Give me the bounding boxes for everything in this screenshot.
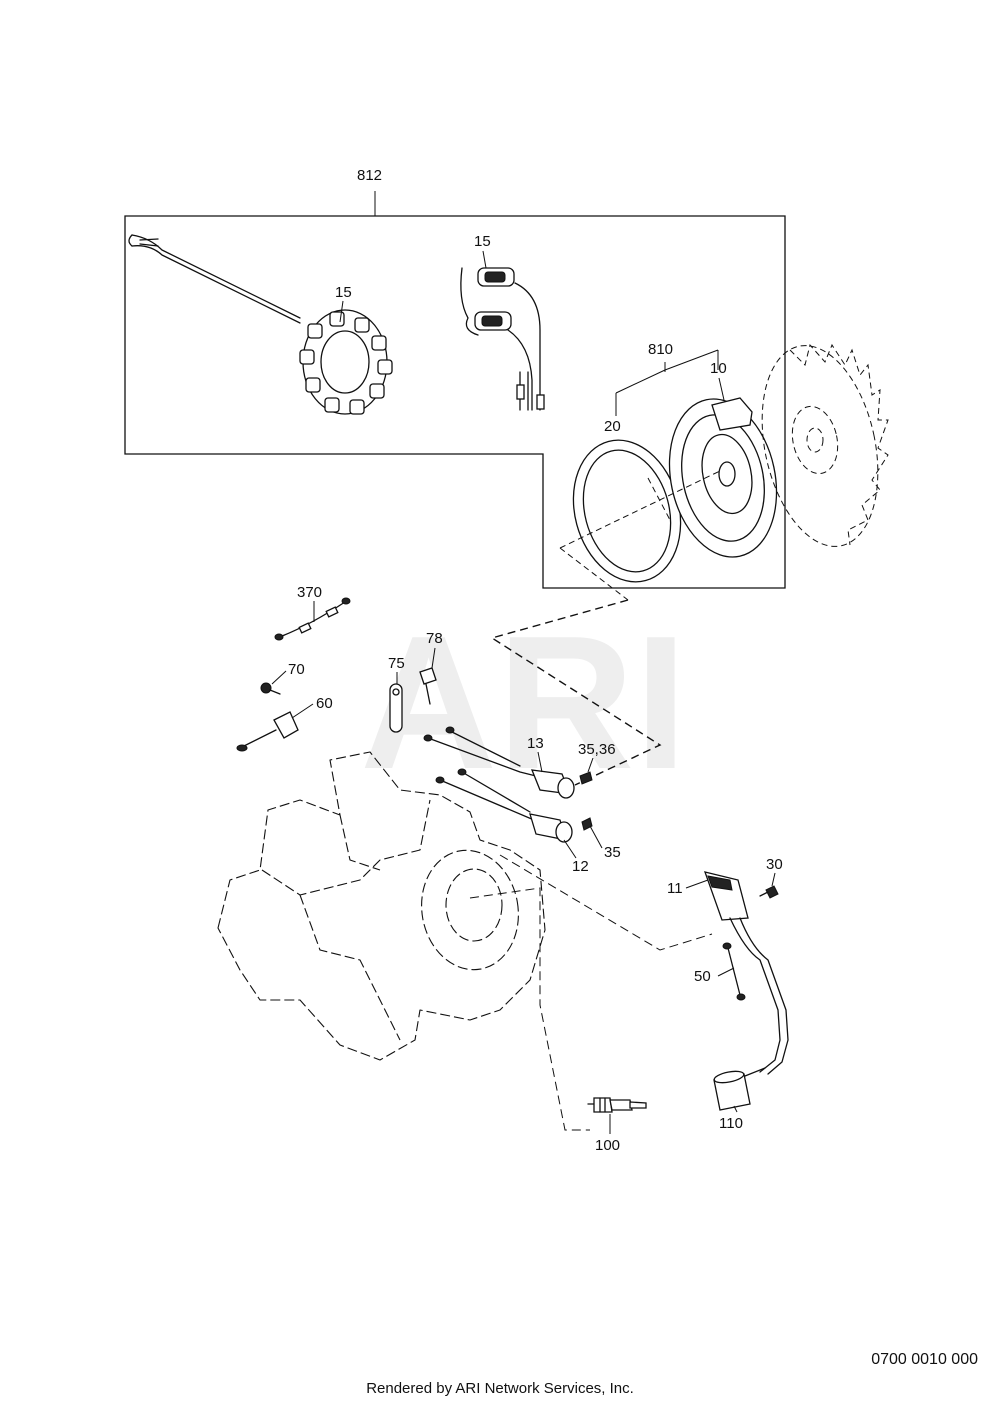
wire-clip[interactable] [389,683,403,733]
label-coil-12: 12 [572,858,589,875]
render-credit: Rendered by ARI Network Services, Inc. [366,1380,634,1397]
diagram-code: 0700 0010 000 [871,1351,978,1368]
subassembly-810-bracket [615,349,719,416]
label-stator-15: 15 [335,284,352,301]
ignition-coil-upper[interactable] [423,726,575,799]
wire-harness[interactable] [274,597,351,641]
clamp-screw[interactable] [260,682,281,695]
label-810: 810 [648,341,673,358]
ground-lead[interactable] [722,942,746,1001]
label-bolt-78: 78 [426,630,443,647]
stator-coil[interactable] [128,234,393,415]
label-lead-50: 50 [694,968,711,985]
label-clip-75: 75 [388,655,405,672]
flywheel[interactable] [656,377,791,567]
label-screw-70: 70 [288,661,305,678]
label-unit-11: 11 [667,880,683,897]
label-bolt-35: 35 [604,844,621,861]
label-ring-20: 20 [604,418,621,435]
engine-block [217,751,546,1061]
coil-bolt-lower[interactable] [581,817,593,831]
charge-coil[interactable] [460,267,545,411]
cooling-fan [761,343,889,547]
ring-gear[interactable] [558,428,696,594]
clamp[interactable] [236,711,299,752]
label-screw-30: 30 [766,856,783,873]
ignition-unit[interactable] [703,871,789,1075]
label-charge-coil-15: 15 [474,233,491,250]
label-harness-370: 370 [297,584,322,601]
unit-screw[interactable] [759,885,779,899]
label-cap-110: 110 [719,1115,743,1132]
coil-bolt-upper[interactable] [579,771,593,785]
label-flywheel-10: 10 [710,360,727,377]
label-plug-100: 100 [595,1137,620,1154]
bolt[interactable] [419,667,437,705]
plug-cap[interactable] [713,1067,766,1111]
label-clamp-60: 60 [316,695,333,712]
assembly-812-frame [124,191,786,589]
label-coil-13: 13 [527,735,544,752]
ignition-coil-lower[interactable] [435,768,573,843]
label-812: 812 [357,167,382,184]
label-bolt-35-36: 35,36 [578,741,616,758]
watermark-text: ARI [360,597,687,809]
spark-plug[interactable] [587,1097,647,1113]
